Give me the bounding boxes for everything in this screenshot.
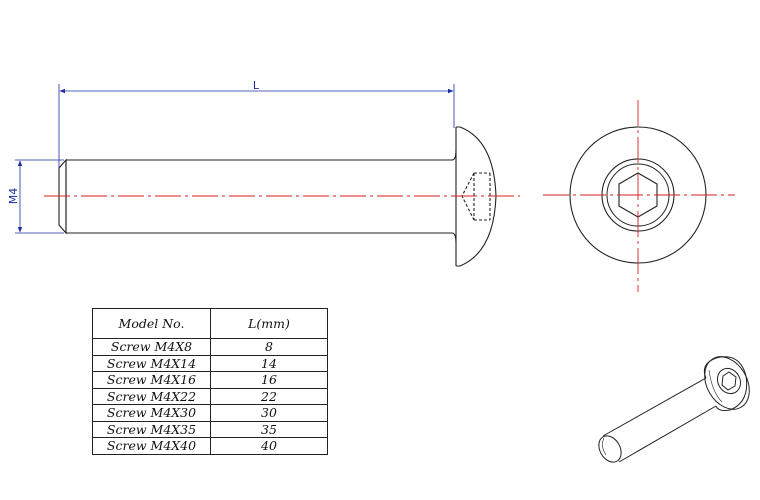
- length-cell: 30: [210, 404, 328, 422]
- table-header-row: Model No. L(mm): [92, 308, 328, 339]
- model-cell: Screw M4X16: [92, 371, 211, 389]
- model-table: Model No. L(mm) Screw M4X8 8 Screw M4X14…: [92, 308, 328, 455]
- end-view: [543, 100, 735, 292]
- table-row: Screw M4X40 40: [92, 437, 328, 455]
- model-cell: Screw M4X35: [92, 420, 211, 438]
- screw-head: [455, 126, 497, 267]
- side-view: L M4: [7, 79, 520, 267]
- table-row: Screw M4X22 22: [92, 387, 328, 405]
- table-row: Screw M4X16 16: [92, 371, 328, 389]
- table-row: Screw M4X30 30: [92, 404, 328, 422]
- table-row: Screw M4X8 8: [92, 338, 328, 356]
- length-cell: 8: [210, 338, 328, 356]
- model-cell: Screw M4X30: [92, 404, 211, 422]
- screw-shank: [58, 149, 457, 244]
- isometric-view: [598, 356, 750, 463]
- length-cell: 16: [210, 371, 328, 389]
- length-cell: 40: [210, 437, 328, 455]
- length-cell: 14: [210, 354, 328, 372]
- table-row: Screw M4X35 35: [92, 420, 328, 438]
- column-header-model: Model No.: [92, 308, 211, 339]
- diameter-dimension: M4: [7, 159, 64, 234]
- model-cell: Screw M4X22: [92, 387, 211, 405]
- length-label: L: [253, 79, 260, 92]
- column-header-length: L(mm): [210, 308, 328, 339]
- length-cell: 22: [210, 387, 328, 405]
- length-cell: 35: [210, 420, 328, 438]
- model-cell: Screw M4X8: [92, 338, 211, 356]
- model-cell: Screw M4X40: [92, 437, 211, 455]
- diameter-label: M4: [7, 188, 20, 205]
- length-dimension: L: [58, 79, 455, 168]
- table-row: Screw M4X14 14: [92, 354, 328, 372]
- model-cell: Screw M4X14: [92, 354, 211, 372]
